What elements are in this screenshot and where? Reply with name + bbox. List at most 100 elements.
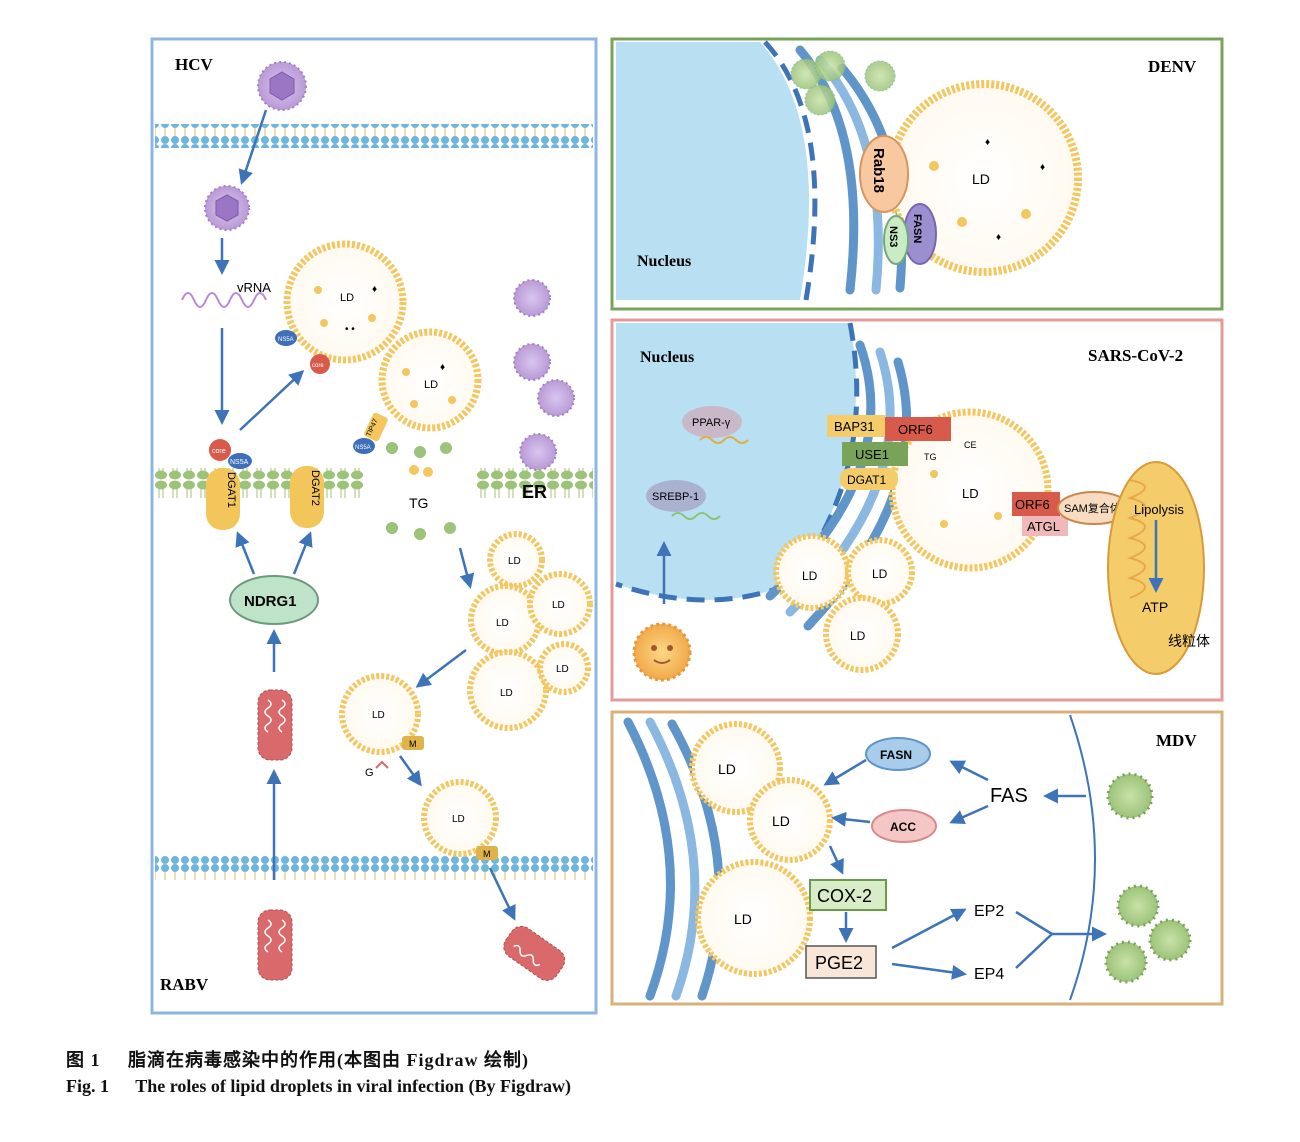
rab18-protein [859, 135, 909, 213]
use1-label: USE1 [855, 447, 889, 462]
denv-virions [790, 50, 896, 116]
rabv-budding-virion [503, 925, 566, 981]
m-label-1: M [409, 739, 417, 749]
hcv-virion-outside [257, 61, 307, 111]
fas-to-acc-arrow [949, 804, 989, 824]
vrna-strand [181, 292, 267, 308]
ld-to-rabv-assembly-arrow [415, 649, 467, 688]
ns5a-on-er-label: NS5A [230, 459, 249, 466]
acc-enzyme [871, 809, 937, 843]
cox2-box [809, 879, 887, 911]
sars-dgat1-label: DGAT1 [847, 473, 886, 487]
orf6-label: ORF6 [898, 422, 933, 437]
core-on-ld-label: core [312, 363, 324, 369]
ld-release-arrow [458, 547, 475, 589]
dgat1-label: DGAT1 [225, 472, 237, 508]
fasn-to-ld-arrow [823, 758, 867, 786]
ns5a-near-er-label: NS5A [355, 445, 371, 451]
lipolysis-label: Lipolysis [1134, 502, 1184, 517]
caption-en-text: The roles of lipid droplets in viral inf… [135, 1076, 572, 1096]
sars-small-lds: LD LD LD [773, 533, 915, 673]
mdv-er-membranes [623, 717, 724, 1001]
ns5a-on-er [228, 453, 252, 469]
rabv-virion-inside [257, 689, 293, 761]
tg-budding-site [386, 442, 456, 540]
ppar-gamma [682, 406, 742, 438]
svg-text:♦: ♦ [985, 137, 990, 148]
atp-label: ATP [1142, 599, 1168, 615]
svg-text:CE: CE [964, 440, 977, 450]
core-on-er [209, 439, 231, 461]
ld-to-membrane-arrow [398, 755, 422, 787]
sars-nucleus [616, 323, 857, 600]
ns3-protein [883, 215, 909, 265]
atgl-box [1022, 516, 1068, 536]
hcv-title: HCV [175, 55, 214, 74]
acc-to-ld-arrow [831, 811, 871, 827]
ld-to-cox2-arrow [828, 845, 844, 875]
fas-to-fasn-arrow [949, 760, 989, 782]
svg-text:LD: LD [850, 629, 866, 643]
ndrg1-protein [229, 575, 319, 625]
bap31-label: BAP31 [834, 419, 874, 434]
svg-text:LD: LD [452, 814, 465, 825]
svg-text:LD: LD [556, 664, 569, 675]
ep4-label: EP4 [974, 966, 1004, 983]
mdv-virions [1104, 772, 1192, 984]
tg-label: TG [409, 495, 428, 511]
hcv-lipid-droplet-large: LD • •♦ [283, 240, 407, 364]
denv-panel-frame [610, 37, 1224, 311]
er-membrane-right [476, 468, 593, 498]
fasn-label-denv: FASN [911, 214, 923, 243]
g-label: G [365, 767, 374, 779]
svg-text:TG: TG [924, 452, 937, 462]
svg-text:LD: LD [972, 171, 990, 187]
svg-text:LD: LD [872, 567, 888, 581]
orf6b-label: ORF6 [1015, 497, 1050, 512]
ld-cluster: LD LD LD LD LD [467, 531, 593, 731]
svg-text:♦: ♦ [1040, 162, 1045, 173]
ep2-label: EP2 [974, 903, 1004, 920]
plasma-membrane-bottom [155, 856, 593, 880]
denv-nuclear-envelope [763, 40, 818, 301]
mdv-title: MDV [1156, 731, 1197, 750]
ppar-dna [699, 436, 749, 444]
plasma-membrane-top [155, 124, 593, 148]
srebp1 [646, 480, 706, 512]
svg-text:♦: ♦ [996, 232, 1001, 243]
fas-label: FAS [990, 785, 1028, 807]
core-on-ld [310, 354, 330, 374]
mitochondrion-label: 线粒体 [1168, 633, 1210, 649]
rabv-title: RABV [160, 975, 209, 994]
denv-nucleus [616, 42, 809, 300]
ns5a-on-ld-label: NS5A [278, 337, 294, 343]
denv-lipid-droplet: LD ♦ ♦ ♦ [886, 80, 1082, 276]
svg-text:• •: • • [345, 324, 355, 335]
ndrg1-to-dgat1-arrow [235, 531, 256, 575]
svg-text:LD: LD [496, 618, 509, 629]
sars-cov-2-virion [632, 622, 692, 682]
atgl-label: ATGL [1027, 519, 1060, 534]
cox2-label: COX-2 [817, 886, 872, 906]
mdv-panel-frame [610, 710, 1224, 1006]
svg-text:LD: LD [552, 600, 565, 611]
mdv-lipid-droplets: LD LD LD [689, 721, 833, 977]
sam-label: SAM复合体 [1064, 501, 1121, 515]
ndrg1-label: NDRG1 [244, 593, 297, 610]
ns3-label: NS3 [887, 226, 899, 247]
hcv-progeny-virions [513, 279, 575, 471]
ndrg1-to-dgat2-arrow [292, 531, 313, 575]
svg-text:LD: LD [424, 379, 438, 391]
denv-title: DENV [1148, 57, 1197, 76]
assembly-arrow [239, 369, 305, 431]
caption-en-number: Fig. 1 [66, 1076, 109, 1096]
dgat1-enzyme [206, 468, 240, 530]
svg-text:LD: LD [734, 911, 752, 927]
sars-large-ld: LD TG CE [888, 408, 1052, 572]
vrna-label: vRNA [237, 280, 271, 295]
m-protein-2 [476, 846, 498, 860]
rabv-ld-with-m: LD [339, 673, 421, 755]
srebp-dna [671, 512, 721, 520]
svg-text:♦: ♦ [440, 362, 445, 373]
pge2-box [805, 945, 877, 979]
